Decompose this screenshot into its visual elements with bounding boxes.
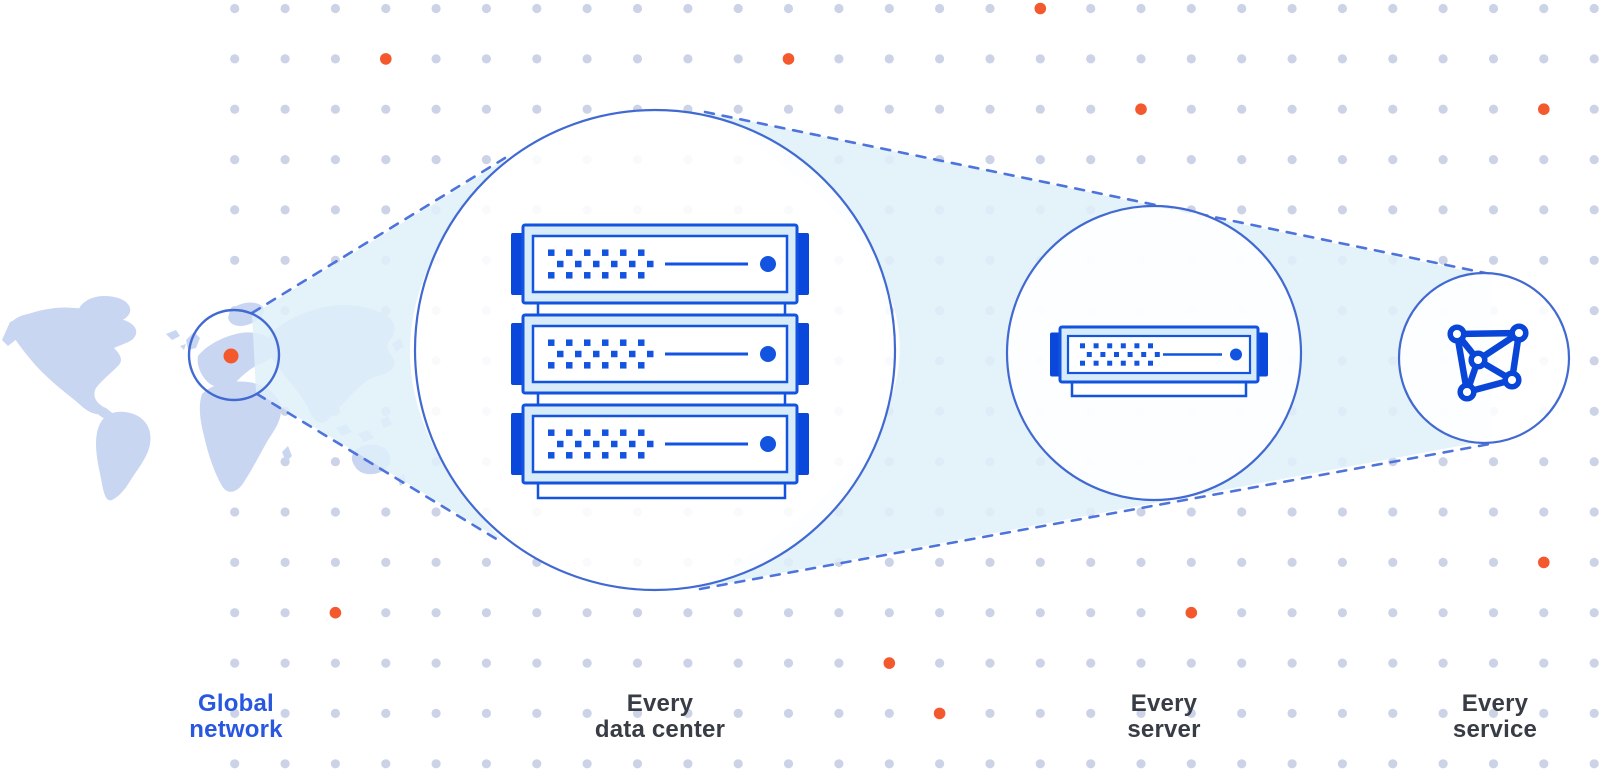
label-every-data-center-line2: data center (594, 716, 726, 743)
label-global-network-line2: network (189, 716, 283, 743)
label-every-server-line2: server (1127, 716, 1201, 743)
mesh-node-bottom-right (1502, 370, 1522, 390)
magnifier-dashed-lines (250, 110, 1492, 591)
map-highlight-circle (187, 308, 281, 402)
network-mesh-icon (1447, 323, 1529, 402)
map-ireland (180, 344, 186, 350)
map-marker-dot (223, 348, 239, 364)
map-africa (199, 381, 282, 492)
zoom-cone-left (252, 160, 505, 541)
label-every-service-line2: service (1452, 716, 1538, 743)
label-every-server-line1: Every (1130, 690, 1198, 717)
label-global-network-line1: Global (198, 690, 274, 717)
mesh-node-top-right (1509, 323, 1529, 343)
dashed-line-top-left (250, 156, 507, 315)
map-south-america (96, 411, 151, 501)
label-every-service-line1: Every (1461, 690, 1529, 717)
single-server (1050, 325, 1268, 398)
server-rack (511, 223, 809, 500)
label-every-data-center: Every data center (595, 691, 725, 743)
label-every-service: Every service (1453, 691, 1537, 743)
mesh-nodes (1447, 323, 1529, 402)
map-iceland (166, 330, 180, 340)
map-madagascar (282, 446, 292, 462)
label-global-network: Global network (189, 691, 282, 743)
dashed-line-top-right (703, 110, 1492, 276)
dashed-line-bottom-right (698, 442, 1492, 591)
map-north-america (9, 307, 137, 415)
mesh-node-center (1468, 350, 1488, 370)
label-every-server: Every server (1127, 691, 1200, 743)
mesh-node-bottom-left (1457, 382, 1477, 402)
label-every-data-center-line1: Every (626, 690, 694, 717)
dashed-line-bottom-left (255, 392, 505, 545)
mesh-node-top-left (1447, 324, 1467, 344)
